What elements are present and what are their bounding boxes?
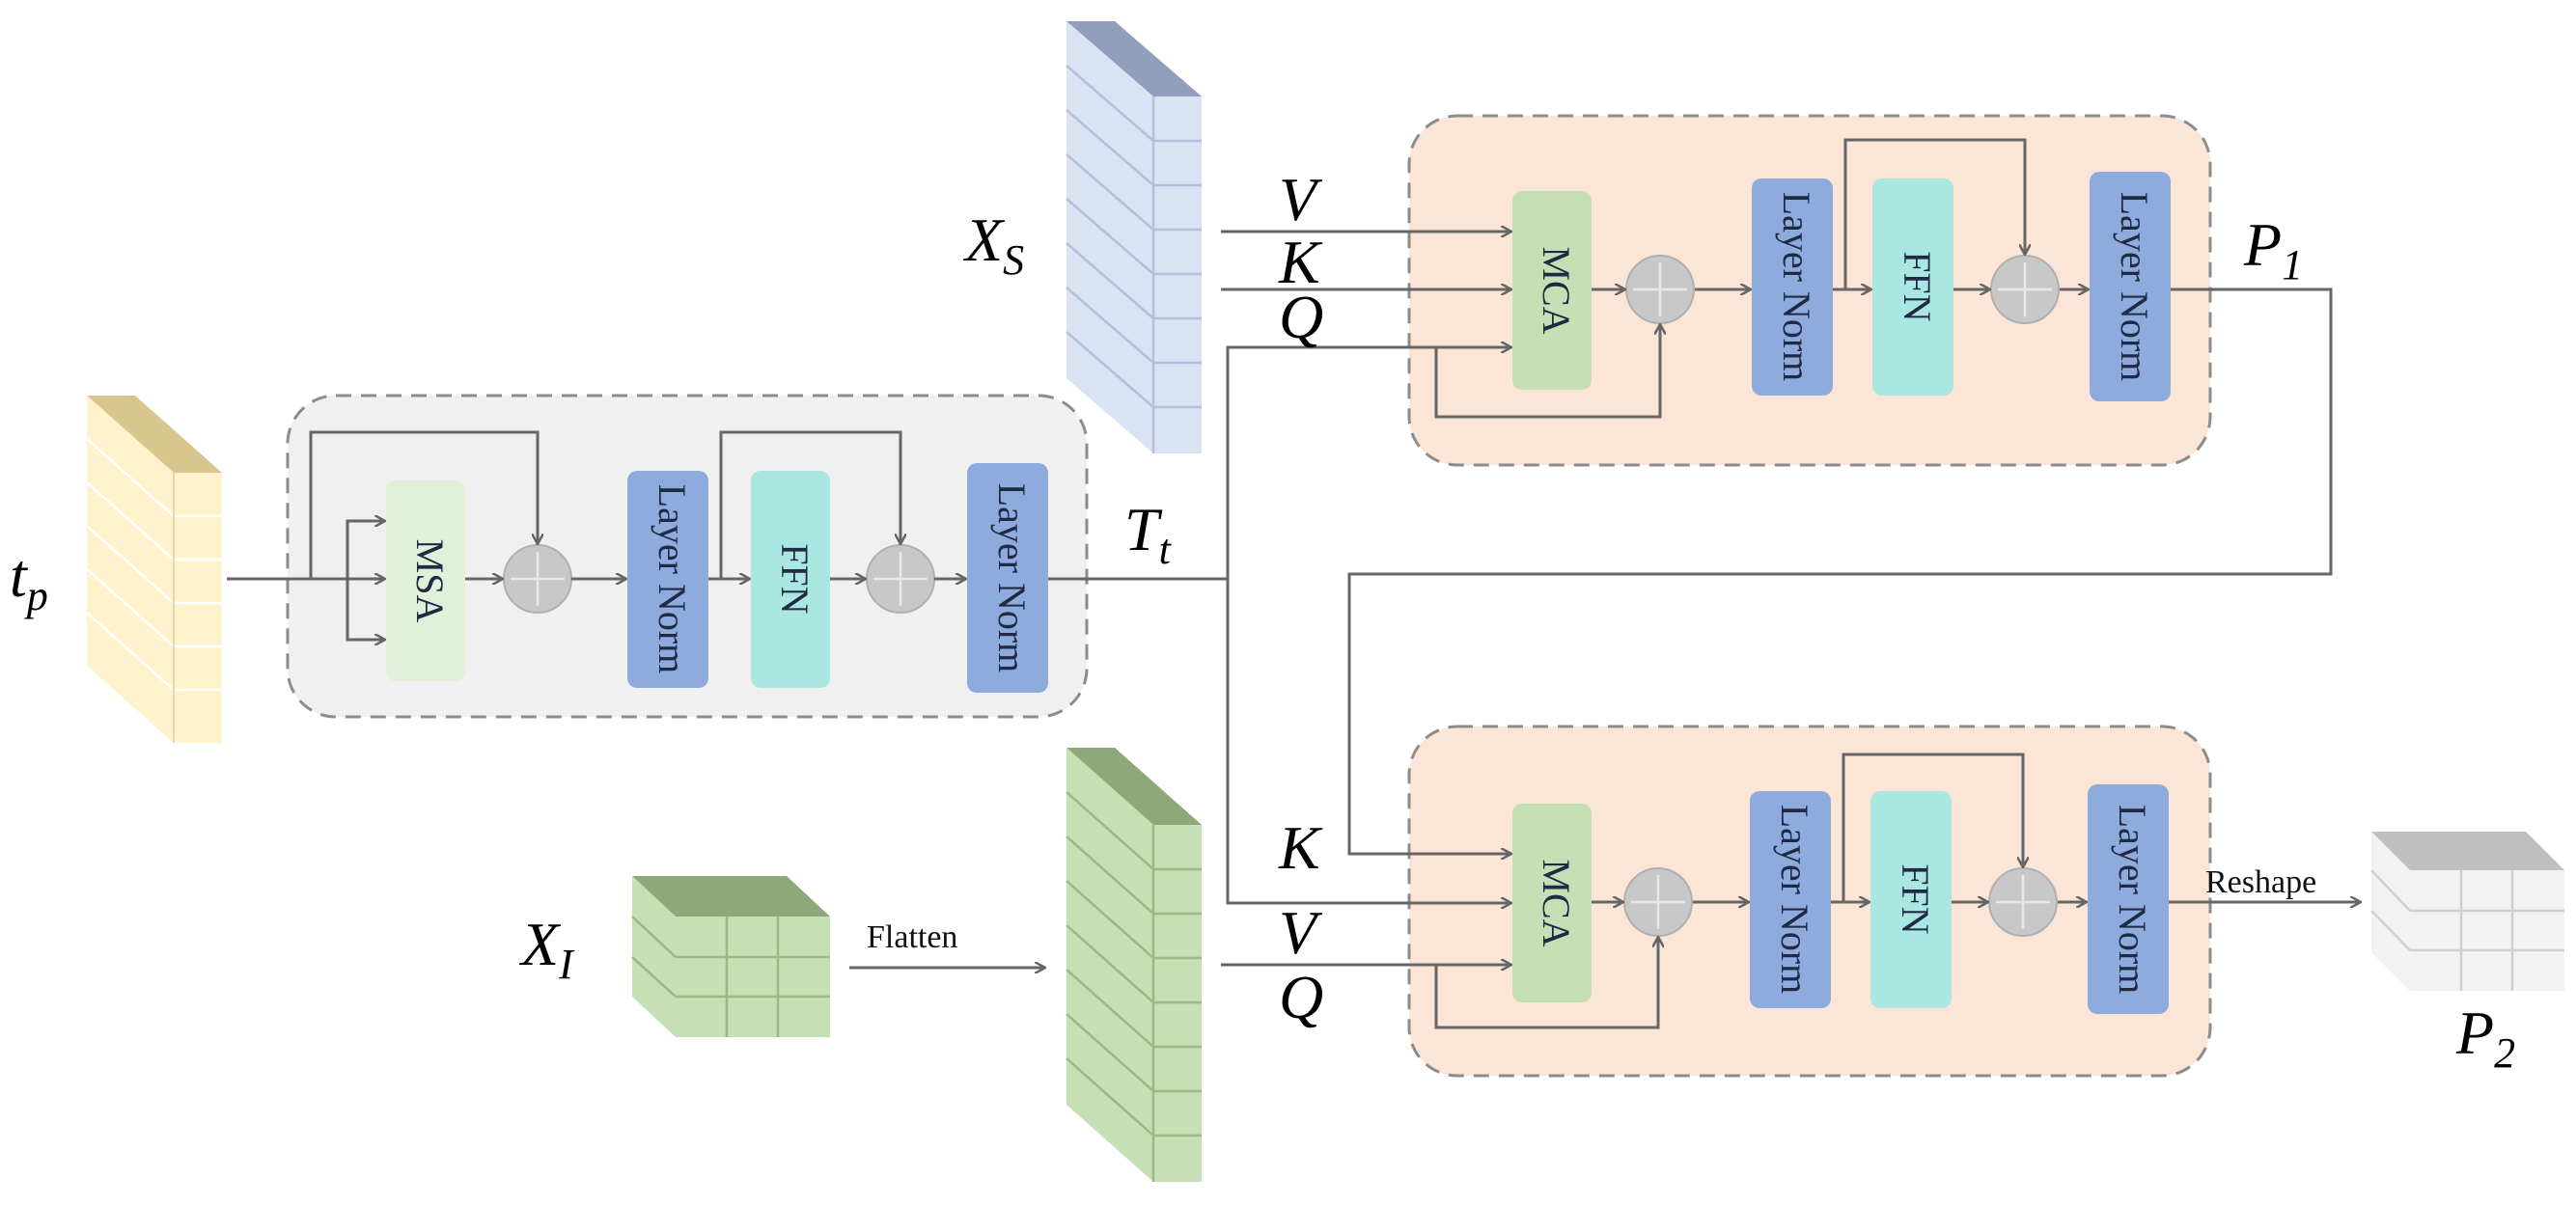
decoder1-layer-norm-1-label: Layer Norm <box>1775 192 1818 382</box>
msa-label: MSA <box>408 539 452 623</box>
encoder-layer-norm-2 <box>967 463 1048 693</box>
encoder-flows <box>227 430 1228 640</box>
reshape-label: Reshape <box>2205 864 2316 900</box>
decoder2-mca-label: MCA <box>1535 859 1578 946</box>
encoder-layer-norm-2-label: Layer Norm <box>990 483 1034 673</box>
decoder2-layer-norm-2-label: Layer Norm <box>2111 805 2154 995</box>
encoder-ffn-label: FFN <box>773 543 817 614</box>
decoder1-ffn-label: FFN <box>1896 251 1939 321</box>
decoder1-flows <box>1221 138 2333 854</box>
flatten-label: Flatten <box>867 919 957 955</box>
msa-block <box>386 480 465 681</box>
decoder1-layer-norm-2-label: Layer Norm <box>2113 192 2156 382</box>
decoder2-mca-block <box>1512 804 1592 1002</box>
encoder-layer-norm-1-label: Layer Norm <box>651 484 694 674</box>
decoder2-ffn <box>1870 791 1952 1008</box>
tp-tensor <box>86 396 222 743</box>
tt-label: Tt <box>1124 495 1173 573</box>
decoder1-mca-block <box>1512 191 1592 390</box>
decoder1-ffn <box>1872 178 1953 396</box>
decoder2-k-label: K <box>1278 813 1323 882</box>
tp-label: tp <box>10 541 48 619</box>
decoder1-k-label: K <box>1278 228 1323 296</box>
xi-label: XI <box>518 910 575 988</box>
encoder-layer-norm-1 <box>627 471 708 688</box>
p2-cube <box>2370 832 2564 991</box>
decoder1-mca-label: MCA <box>1535 246 1578 334</box>
decoder2-layer-norm-1 <box>1750 791 1831 1008</box>
decoder1-v-label: V <box>1279 165 1323 233</box>
tt-trunk <box>1226 347 1510 903</box>
p2-label: P2 <box>2455 999 2515 1077</box>
decoder1-layer-norm-1 <box>1752 178 1833 396</box>
decoder1-layer-norm-2 <box>2090 172 2171 401</box>
p1-label: P1 <box>2243 210 2303 288</box>
decoder1-q-label: Q <box>1279 283 1323 351</box>
decoder2-ffn-label: FFN <box>1894 863 1937 934</box>
decoder2-layer-norm-1-label: Layer Norm <box>1773 805 1816 995</box>
decoder2-layer-norm-2 <box>2088 784 2169 1014</box>
xs-tensor <box>1066 21 1202 453</box>
xs-label: XS <box>962 205 1024 284</box>
encoder-ffn <box>751 471 830 688</box>
decoder2-q-label: Q <box>1279 963 1323 1031</box>
decoder2-v-label: V <box>1279 898 1323 967</box>
xi-cube <box>631 876 830 1037</box>
decoder2-flows <box>1221 753 2360 1029</box>
flattened-xi-tensor <box>1066 748 1202 1182</box>
